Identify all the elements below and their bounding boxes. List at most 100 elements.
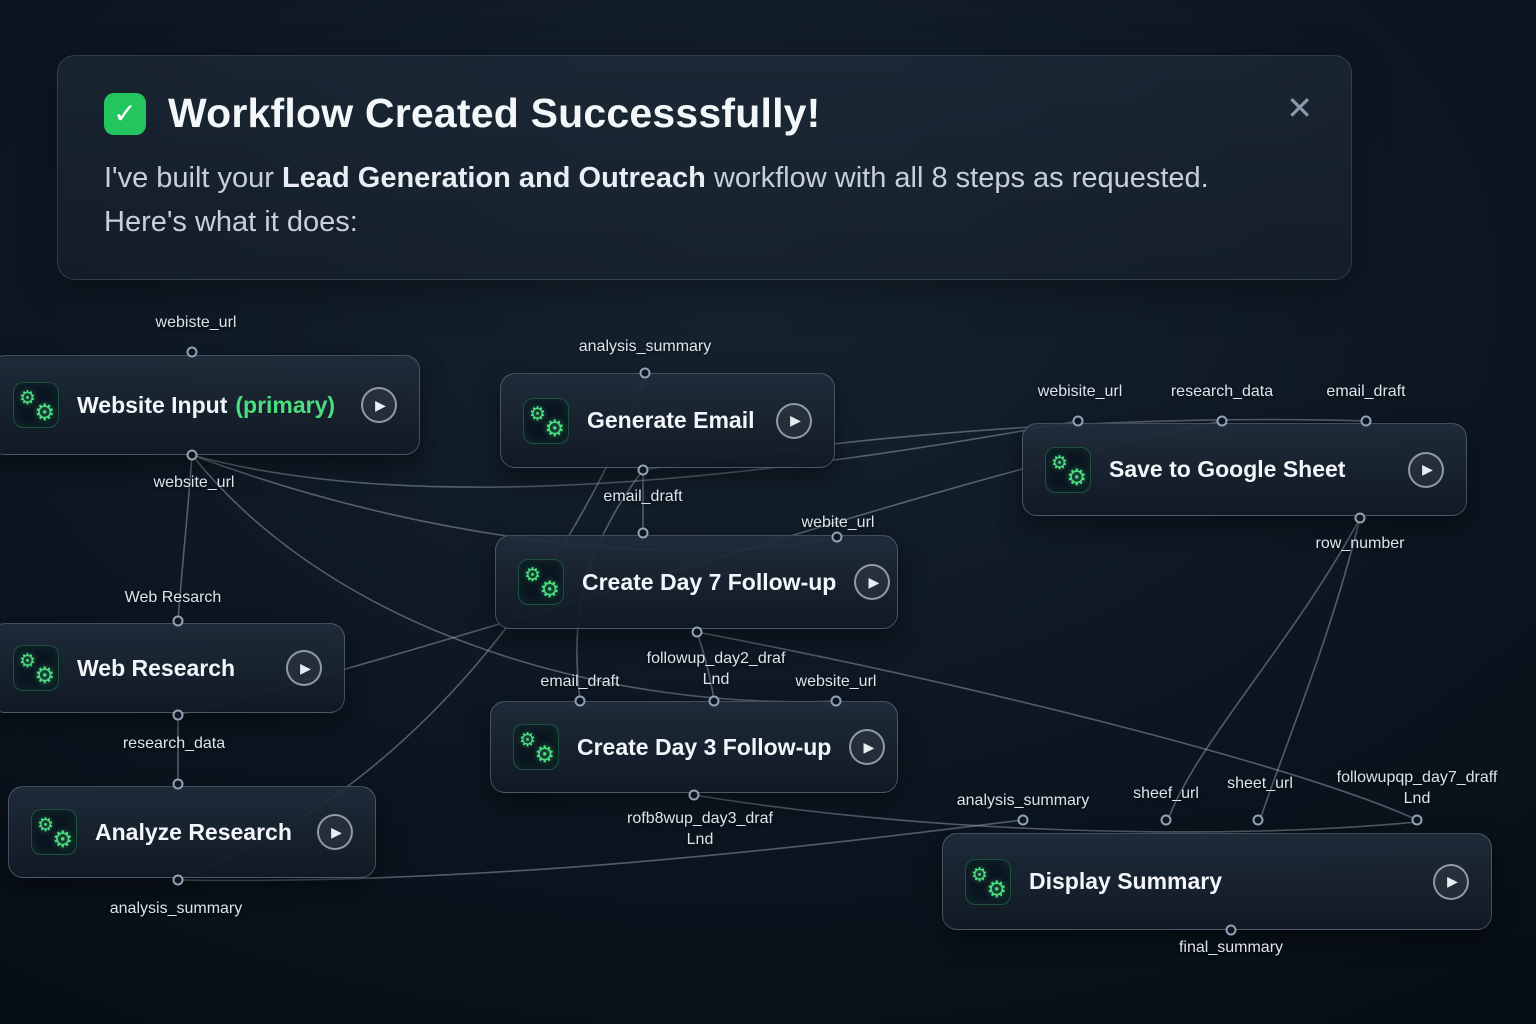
port-label: webiste_url xyxy=(155,314,237,331)
node-website-input[interactable]: ⚙⚙ Website Input(primary) ▶ xyxy=(0,355,420,455)
play-button[interactable]: ▶ xyxy=(1433,863,1469,900)
gear-icon: ⚙ xyxy=(19,651,37,672)
port-label: sheef_url xyxy=(1133,785,1199,802)
port-handle[interactable] xyxy=(831,531,843,543)
gear-icon: ⚙ xyxy=(1051,452,1069,474)
port-label: email_draft xyxy=(540,673,620,690)
edge-connector xyxy=(177,454,193,622)
port-label: analysis_summary xyxy=(956,792,1090,809)
port-label: webisite_url xyxy=(1037,383,1123,400)
node-web-research[interactable]: ⚙⚙ Web Research ▶ xyxy=(0,623,345,713)
banner-body-suffix: workflow with all 8 steps as requested. xyxy=(705,162,1209,194)
banner-body: I've built your Lead Generation and Outr… xyxy=(104,157,1305,244)
banner-title: Workflow Created Successsfully! xyxy=(168,90,821,136)
port-handle[interactable] xyxy=(637,464,649,476)
node-title: Generate Email xyxy=(587,407,755,433)
node-title: Website Input(primary) xyxy=(77,391,336,418)
gear-icon: ⚙ xyxy=(539,576,560,602)
gear-icon: ⚙ xyxy=(19,388,37,409)
play-button[interactable]: ▶ xyxy=(361,387,397,423)
gear-icon: ⚙ xyxy=(529,403,547,425)
success-banner: ✓ Workflow Created Successsfully! ✕ I've… xyxy=(57,55,1352,280)
port-handle[interactable] xyxy=(186,449,198,461)
play-button[interactable]: ▶ xyxy=(854,564,891,600)
gear-icon: ⚙ xyxy=(986,875,1007,902)
port-handle[interactable] xyxy=(1017,814,1029,826)
gear-icon: ⚙ xyxy=(52,826,73,852)
port-handle[interactable] xyxy=(708,695,720,707)
port-handle[interactable] xyxy=(1160,814,1172,826)
port-handle[interactable] xyxy=(1216,415,1228,427)
node-title-suffix: (primary) xyxy=(235,391,336,418)
play-button[interactable]: ▶ xyxy=(776,402,812,439)
port-label: research_data xyxy=(1170,383,1274,400)
port-label-line2: Lnd xyxy=(686,830,714,848)
port-handle[interactable] xyxy=(639,367,651,379)
node-title: Web Research xyxy=(77,654,236,681)
edge-connector xyxy=(1259,517,1361,821)
play-button[interactable]: ▶ xyxy=(1408,451,1444,488)
port-handle[interactable] xyxy=(172,615,184,627)
gear-icon: ⚙ xyxy=(37,815,55,836)
port-handle[interactable] xyxy=(574,695,586,707)
port-handle[interactable] xyxy=(688,789,700,801)
port-handle[interactable] xyxy=(186,346,198,358)
edge-connector xyxy=(177,819,1024,882)
port-label: webite_url xyxy=(801,514,875,531)
gear-icon: ⚙ xyxy=(971,864,989,886)
gear-icon: ⚙ xyxy=(34,399,55,425)
gears-icon: ⚙⚙ xyxy=(13,382,59,428)
node-title: Analyze Research xyxy=(95,818,292,845)
edge-connector xyxy=(696,631,715,700)
banner-title-row: ✓ Workflow Created Successsfully! xyxy=(104,90,1305,137)
gears-icon: ⚙⚙ xyxy=(1045,446,1091,493)
port-handle[interactable] xyxy=(1252,814,1264,826)
banner-body-line2: Here's what it does: xyxy=(104,205,358,238)
port-handle[interactable] xyxy=(1225,924,1237,936)
port-label: final_summary xyxy=(1178,939,1284,956)
port-label: row_number xyxy=(1315,535,1405,552)
port-handle[interactable] xyxy=(1411,814,1423,826)
port-label-line2: Lnd xyxy=(702,670,730,688)
port-handle[interactable] xyxy=(172,778,184,790)
node-day7-followup[interactable]: ⚙⚙ Create Day 7 Follow-up ▶ xyxy=(495,535,898,629)
banner-body-workflow-name: Lead Generation and Outreach xyxy=(282,162,706,194)
node-title: Create Day 7 Follow-up xyxy=(582,568,837,595)
check-icon: ✓ xyxy=(104,92,146,135)
node-day3-followup[interactable]: ⚙⚙Create Day 3 Follow-up▶ xyxy=(490,701,898,793)
edge-connector xyxy=(693,794,1418,833)
port-handle[interactable] xyxy=(172,874,184,886)
port-handle[interactable] xyxy=(1354,512,1366,524)
port-handle[interactable] xyxy=(1360,415,1372,427)
port-label: Web Resarch xyxy=(124,589,222,606)
gear-icon: ⚙ xyxy=(544,414,565,441)
play-button[interactable]: ▶ xyxy=(317,814,353,850)
close-icon[interactable]: ✕ xyxy=(1286,90,1313,126)
port-handle[interactable] xyxy=(637,527,649,539)
port-handle[interactable] xyxy=(830,695,842,707)
edge-connector xyxy=(1167,517,1361,821)
port-label: email_draft xyxy=(1326,383,1406,400)
gears-icon: ⚙⚙ xyxy=(518,559,564,605)
play-button[interactable]: ▶ xyxy=(286,650,322,686)
port-label: website_url xyxy=(153,474,235,491)
node-title: Create Day 3 Follow-up xyxy=(577,733,832,760)
port-handle[interactable] xyxy=(172,709,184,721)
gear-icon: ⚙ xyxy=(34,662,55,688)
node-analyze-research[interactable]: ⚙⚙ Analyze Research ▶ xyxy=(8,786,376,878)
gear-icon: ⚙ xyxy=(524,565,542,586)
node-display-summary[interactable]: ⚙⚙Display Summary▶ xyxy=(942,833,1492,930)
node-generate-email[interactable]: ⚙⚙ Generate Email ▶ xyxy=(500,373,835,468)
node-save-google-sheet[interactable]: ⚙⚙ Save to Google Sheet ▶ xyxy=(1022,423,1467,516)
node-title: Save to Google Sheet xyxy=(1109,456,1346,482)
port-label: email_draft xyxy=(603,488,683,505)
port-handle[interactable] xyxy=(691,626,703,638)
play-button[interactable]: ▶ xyxy=(849,729,886,765)
port-handle[interactable] xyxy=(1072,415,1084,427)
port-label: analysis_summary xyxy=(109,900,243,917)
port-label: sheet_url xyxy=(1227,775,1293,792)
